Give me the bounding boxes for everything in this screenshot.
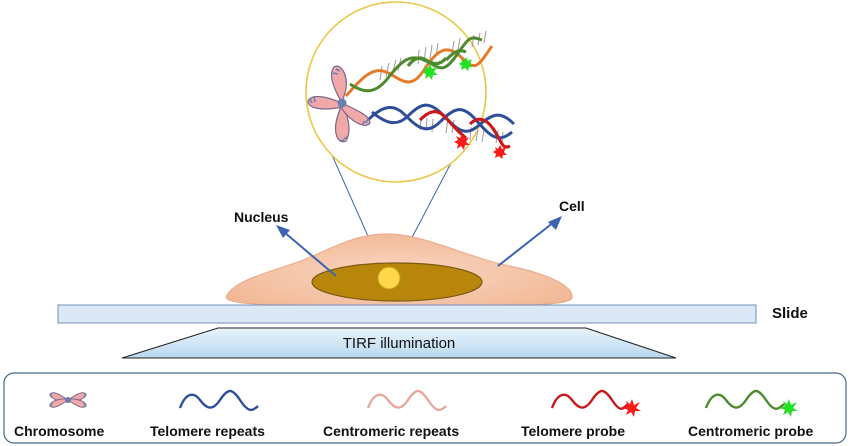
legend-item-telomere-repeats: Telomere repeats: [150, 389, 265, 439]
wave-with-star-icon: [550, 389, 629, 410]
legend-label-centromeric-repeats: Centromeric repeats: [323, 423, 459, 439]
nucleolus: [377, 266, 401, 290]
wave-icon: [178, 389, 259, 412]
chromosome-icon: [49, 392, 87, 408]
tirf-label: TIRF illumination: [343, 335, 456, 352]
telomere-probe-star-icon: [623, 399, 641, 417]
nucleus-label: Nucleus: [234, 209, 289, 225]
wave-with-star-icon: [704, 389, 785, 410]
dna-double-helix-upper: [344, 30, 494, 97]
legend-item-chromosome: Chromosome: [14, 392, 104, 439]
legend-label-telomere-repeats: Telomere repeats: [150, 423, 265, 439]
centromeric-probe-star-2: [459, 57, 473, 71]
legend-item-telomere-probe: Telomere probe: [521, 389, 641, 439]
telomere-probe-star: [454, 134, 470, 150]
centromeric-probe-star: [422, 64, 438, 80]
slide-label: Slide: [772, 305, 808, 322]
legend-item-centromeric-repeats: Centromeric repeats: [323, 389, 459, 439]
telomere-probe-star-2: [493, 145, 507, 159]
legend-item-centromeric-probe: Centromeric probe: [688, 389, 813, 439]
nucleus-arrow: [276, 225, 337, 277]
wave-icon: [366, 389, 447, 412]
cell-arrow: [497, 216, 562, 267]
legend-box: [3, 372, 847, 444]
legend-label-centromeric-probe: Centromeric probe: [688, 423, 813, 439]
dna-double-helix-lower: [366, 103, 516, 159]
legend-label-chromosome: Chromosome: [14, 423, 104, 439]
legend-label-telomere-probe: Telomere probe: [521, 423, 625, 439]
cell-label: Cell: [559, 198, 585, 214]
centromeric-probe-star-icon: [780, 399, 798, 417]
slide: [57, 304, 757, 324]
tirf-illumination: [121, 327, 677, 359]
chromosome-illustration: [307, 65, 371, 143]
zoom-circle: [305, 1, 487, 183]
